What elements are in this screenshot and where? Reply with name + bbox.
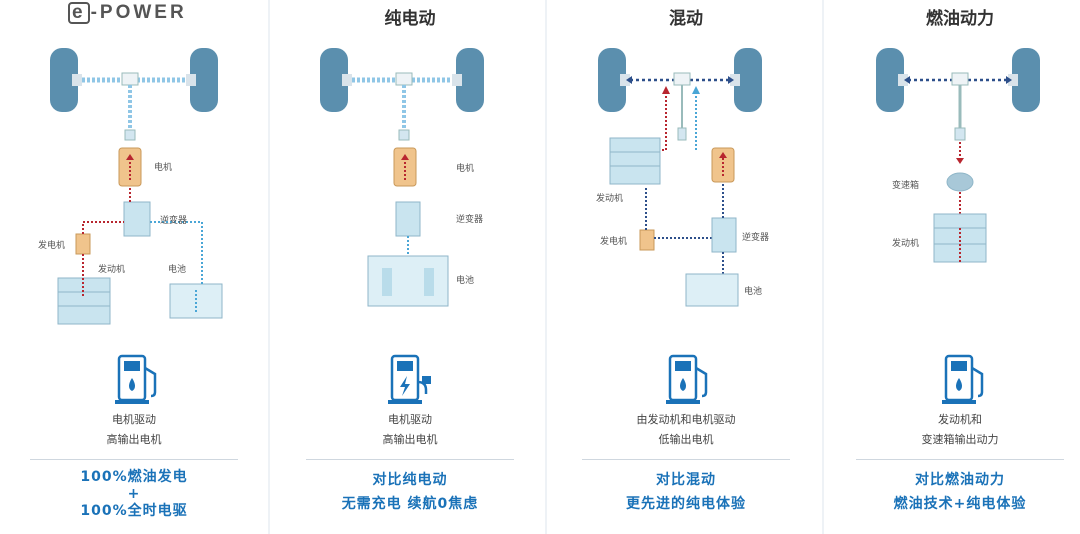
label-motor: 电机	[456, 164, 475, 174]
column-hybrid: 混动	[562, 0, 810, 534]
fuel-pump-icon	[115, 354, 157, 404]
column-separator	[268, 0, 270, 534]
gearbox-shape	[946, 172, 974, 192]
wheel-right	[190, 48, 218, 112]
label-battery: 电池	[168, 265, 187, 275]
divider	[582, 459, 790, 460]
column-epower: e-POWER	[10, 0, 258, 534]
hub	[72, 74, 82, 86]
slogan: 100%燃油发电+100%全时电驱	[80, 469, 188, 519]
motor-box	[711, 147, 735, 183]
coupler	[124, 129, 136, 141]
hybrid-diagram	[598, 48, 762, 307]
battery-box	[169, 283, 223, 319]
description: 电机驱动高输出电机	[106, 413, 162, 446]
slogan: 对比混动更先进的纯电体验	[626, 472, 746, 512]
column-separator	[545, 0, 547, 534]
column-ev: 纯电动 电机 逆变器 电池	[286, 0, 534, 534]
label-engine: 发动机	[892, 239, 920, 249]
red-flow-line	[82, 221, 124, 234]
hub	[186, 74, 196, 86]
divider	[856, 459, 1064, 460]
ev-diagram	[320, 48, 484, 307]
inverter-box	[711, 217, 737, 253]
inverter-box	[395, 201, 421, 237]
label-generator: 发电机	[600, 237, 628, 247]
engine-box	[609, 137, 661, 185]
divider	[30, 459, 238, 460]
label-inverter: 逆变器	[742, 233, 770, 243]
wheel-left	[50, 48, 78, 112]
label-engine: 发动机	[596, 194, 624, 204]
inverter-box	[123, 201, 151, 237]
label-gearbox: 变速箱	[892, 181, 920, 191]
label-generator: 发电机	[38, 241, 66, 251]
fuel-pump-icon	[666, 354, 708, 404]
label-battery: 电池	[744, 287, 763, 297]
label-motor: 电机	[154, 163, 173, 173]
description: 由发动机和电机驱动低输出电机	[636, 413, 736, 446]
battery-box	[367, 255, 449, 307]
battery-box	[685, 273, 739, 307]
fuel-pump-icon	[942, 354, 984, 404]
epower-diagram	[50, 48, 223, 325]
generator-box	[75, 233, 91, 255]
column-title: 燃油动力	[926, 9, 994, 29]
column-title: 混动	[669, 9, 703, 29]
column-separator	[822, 0, 824, 534]
differential	[121, 72, 139, 86]
column-title: 纯电动	[384, 9, 436, 29]
description: 电机驱动高输出电机	[382, 413, 438, 446]
label-inverter: 逆变器	[456, 215, 484, 225]
generator-box	[639, 229, 655, 251]
label-engine: 发动机	[98, 265, 126, 275]
description: 发动机和变速箱输出动力	[921, 413, 999, 446]
blue-flow-line	[150, 221, 203, 284]
slogan: 对比纯电动无需充电 续航0焦虑	[341, 472, 479, 512]
engine-box	[57, 277, 111, 325]
charging-pump-icon	[388, 354, 431, 404]
column-ice: 燃油动力 变速箱 发动机	[836, 0, 1080, 534]
slogan: 对比燃油动力燃油技术+纯电体验	[893, 472, 1027, 512]
epower-logo: e-POWER	[68, 2, 187, 24]
divider	[306, 459, 514, 460]
label-inverter: 逆变器	[160, 216, 188, 226]
ice-diagram	[876, 48, 1040, 263]
label-battery: 电池	[456, 276, 475, 286]
